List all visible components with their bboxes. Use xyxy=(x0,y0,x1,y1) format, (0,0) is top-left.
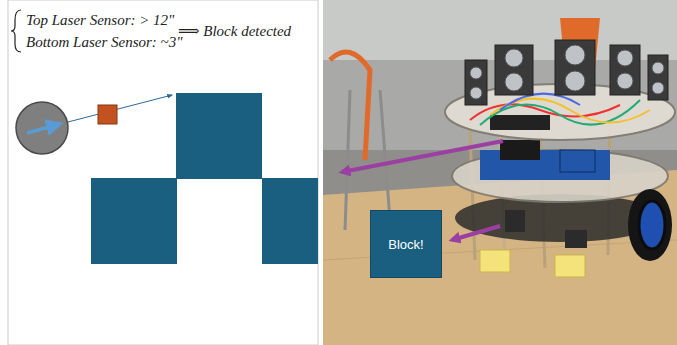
field-blocks xyxy=(91,93,318,264)
laser-beam xyxy=(68,95,172,122)
robot-photo xyxy=(652,62,664,74)
robot-photo xyxy=(470,87,482,99)
robot-photo xyxy=(452,150,668,202)
robot-symbol xyxy=(16,102,68,154)
sensor-reading: Bottom Laser Sensor: ~3" xyxy=(26,34,183,51)
robot-photo xyxy=(505,73,523,91)
robot-photo xyxy=(470,130,475,260)
robot-photo xyxy=(480,250,510,272)
pointer-arrow xyxy=(452,226,500,240)
robot-photo xyxy=(505,210,525,232)
robot-photo xyxy=(505,49,523,67)
robot-photo xyxy=(465,60,487,105)
robot-symbol xyxy=(27,124,60,133)
robot-photo xyxy=(323,0,677,345)
robot-photo xyxy=(380,90,390,220)
robot-photo xyxy=(500,140,540,160)
robot-photo xyxy=(628,189,672,261)
box-label: Block! xyxy=(388,237,423,252)
small-block xyxy=(98,105,117,124)
detection-result: ⟹ Block detected xyxy=(178,23,291,40)
robot-photo xyxy=(648,55,668,100)
robot-photo xyxy=(323,0,677,345)
block-box: Block! xyxy=(370,210,442,278)
robot-photo xyxy=(617,73,633,89)
robot-photo xyxy=(495,45,533,95)
robot-photo xyxy=(490,115,550,130)
robot-photo xyxy=(480,150,610,180)
robot-photo xyxy=(345,90,350,230)
robot-photo xyxy=(470,67,482,79)
pointer-arrow xyxy=(342,141,503,172)
left-panel xyxy=(8,0,318,345)
field-blocks xyxy=(262,178,318,264)
robot-photo xyxy=(560,150,595,172)
sensor-reading: Top Laser Sensor: > 12" xyxy=(26,12,174,29)
robot-photo xyxy=(652,82,664,94)
laser-beam xyxy=(68,95,172,122)
robot-photo xyxy=(500,94,580,110)
robot-photo xyxy=(565,71,585,91)
robot-photo xyxy=(617,50,633,66)
robot-photo xyxy=(565,45,585,65)
field-blocks xyxy=(176,93,262,179)
robot-photo xyxy=(565,230,587,248)
robot-photo xyxy=(639,201,665,249)
left-panel xyxy=(11,10,21,52)
robot-photo xyxy=(610,45,640,95)
robot-symbol xyxy=(16,102,68,154)
left-panel xyxy=(8,0,318,345)
robot-photo xyxy=(555,255,585,277)
field-blocks xyxy=(91,178,177,264)
robot-photo xyxy=(555,40,595,95)
robot-photo xyxy=(465,40,668,105)
